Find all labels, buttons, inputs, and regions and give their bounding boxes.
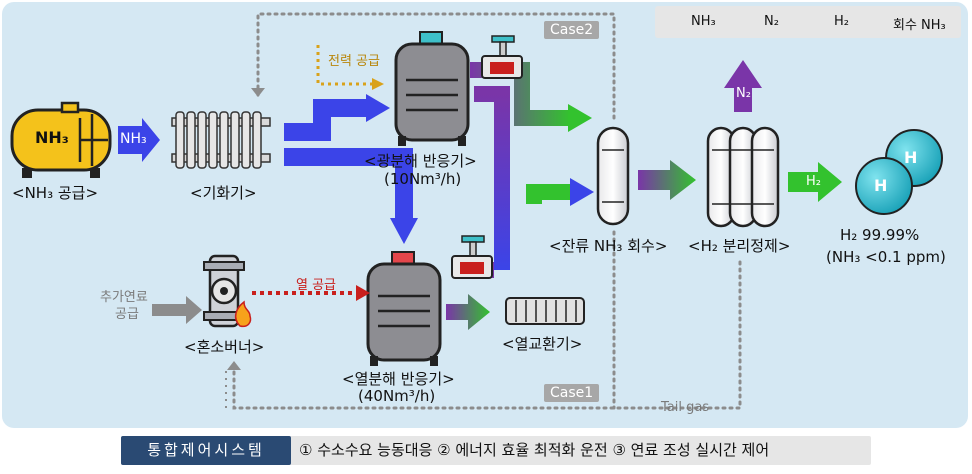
n2-vent-arrow bbox=[724, 60, 762, 112]
thermal-reactor-icon bbox=[366, 251, 442, 366]
legend: NH₃ N₂ H₂ 회수 NH₃ bbox=[655, 6, 961, 38]
nh3-supply-arrow bbox=[118, 118, 160, 162]
legend-recovered: 회수 NH₃ bbox=[893, 14, 946, 33]
legend-n2-label: N₂ bbox=[764, 14, 779, 29]
recovery-to-separator-arrow bbox=[638, 160, 696, 200]
nh3-supply-label: <NH₃ 공급> bbox=[12, 184, 99, 202]
power-arrowhead bbox=[372, 78, 384, 90]
case2-badge: Case2 bbox=[544, 21, 600, 39]
case2-arrowhead bbox=[251, 88, 265, 97]
legend-nh3: NH₃ bbox=[691, 14, 716, 29]
n2-arrow-label: N₂ bbox=[736, 86, 751, 101]
h2-arrow-label: H₂ bbox=[806, 174, 821, 189]
nh3-tank-text: NH₃ bbox=[35, 128, 69, 147]
hx-to-recovery-arrowhead bbox=[570, 178, 594, 206]
nh3-to-thermal-line bbox=[284, 148, 413, 222]
thermal-valve-icon bbox=[451, 235, 493, 279]
extra-fuel-line2: 공급 bbox=[115, 307, 139, 322]
legend-n2: N₂ bbox=[764, 14, 779, 29]
tail-gas-label: Tail gas bbox=[661, 400, 710, 415]
photo-valve-icon bbox=[481, 35, 523, 79]
tail-gas-line bbox=[232, 260, 742, 410]
nh3-to-thermal-arrowhead bbox=[390, 218, 418, 244]
case1-badge: Case1 bbox=[544, 384, 600, 402]
photo-reactor-label: <광분해 반응기> bbox=[364, 152, 477, 170]
control-system-title: 통합제어시스템 bbox=[121, 436, 291, 465]
recovery-label: <잔류 NH₃ 회수> bbox=[549, 237, 668, 255]
fuel-arrow bbox=[152, 296, 202, 324]
product-spec: (NH₃ <0.1 ppm) bbox=[826, 248, 946, 266]
nh3-to-photo-arrowhead bbox=[366, 94, 390, 122]
separator-columns-icon bbox=[706, 126, 780, 228]
heat-supply-label: 열 공급 bbox=[296, 278, 337, 293]
thermal-riser-line bbox=[474, 86, 510, 270]
legend-recovered-label: 회수 NH₃ bbox=[893, 18, 946, 33]
legend-h2: H₂ bbox=[834, 14, 849, 29]
thermal-reactor-capacity: (40Nm³/h) bbox=[358, 387, 436, 405]
heat-exchanger-label: <열교환기> bbox=[502, 335, 583, 353]
nh3-tank-icon bbox=[10, 101, 112, 178]
h-atom-label-2: H bbox=[874, 176, 888, 195]
case2-recycle-line bbox=[256, 12, 616, 124]
h-atom-label-1: H bbox=[904, 148, 918, 167]
photo-outlet-arrowhead bbox=[568, 104, 592, 132]
power-supply-label: 전력 공급 bbox=[328, 54, 380, 69]
nh3-to-photo-line bbox=[284, 99, 368, 141]
legend-nh3-label: NH₃ bbox=[691, 14, 716, 29]
h2-molecule-icon bbox=[855, 129, 943, 215]
thermal-to-hx-arrow bbox=[446, 294, 490, 330]
control-system-description: ① 수소수요 능동대응 ② 에너지 효율 최적화 운전 ③ 연료 조성 실시간 … bbox=[299, 441, 770, 459]
burner-label: <혼소버너> bbox=[184, 338, 265, 356]
recovery-column-icon bbox=[596, 126, 630, 226]
vaporizer-label: <기화기> bbox=[190, 184, 257, 202]
heat-arrowhead bbox=[356, 285, 370, 301]
hx-to-recovery-line bbox=[526, 184, 572, 204]
photo-reactor-icon bbox=[394, 31, 470, 146]
vaporizer-icon bbox=[171, 111, 271, 169]
thermal-reactor-label: <열분해 반응기> bbox=[342, 370, 455, 388]
extra-fuel-line1: 추가연료 bbox=[100, 290, 148, 305]
legend-h2-label: H₂ bbox=[834, 14, 849, 29]
separator-label: <H₂ 분리정제> bbox=[688, 237, 791, 255]
h2-product-arrow bbox=[788, 162, 842, 202]
control-system-bar: 통합제어시스템 ① 수소수요 능동대응 ② 에너지 효율 최적화 운전 ③ 연료… bbox=[121, 436, 871, 465]
heat-exchanger-icon bbox=[505, 297, 585, 325]
flame-icon bbox=[234, 300, 252, 328]
product-purity: H₂ 99.99% bbox=[840, 226, 920, 244]
photo-reactor-capacity: (10Nm³/h) bbox=[384, 170, 462, 188]
tail-gas-arrowhead bbox=[227, 361, 241, 370]
nh3-arrow-text: NH₃ bbox=[120, 131, 147, 147]
